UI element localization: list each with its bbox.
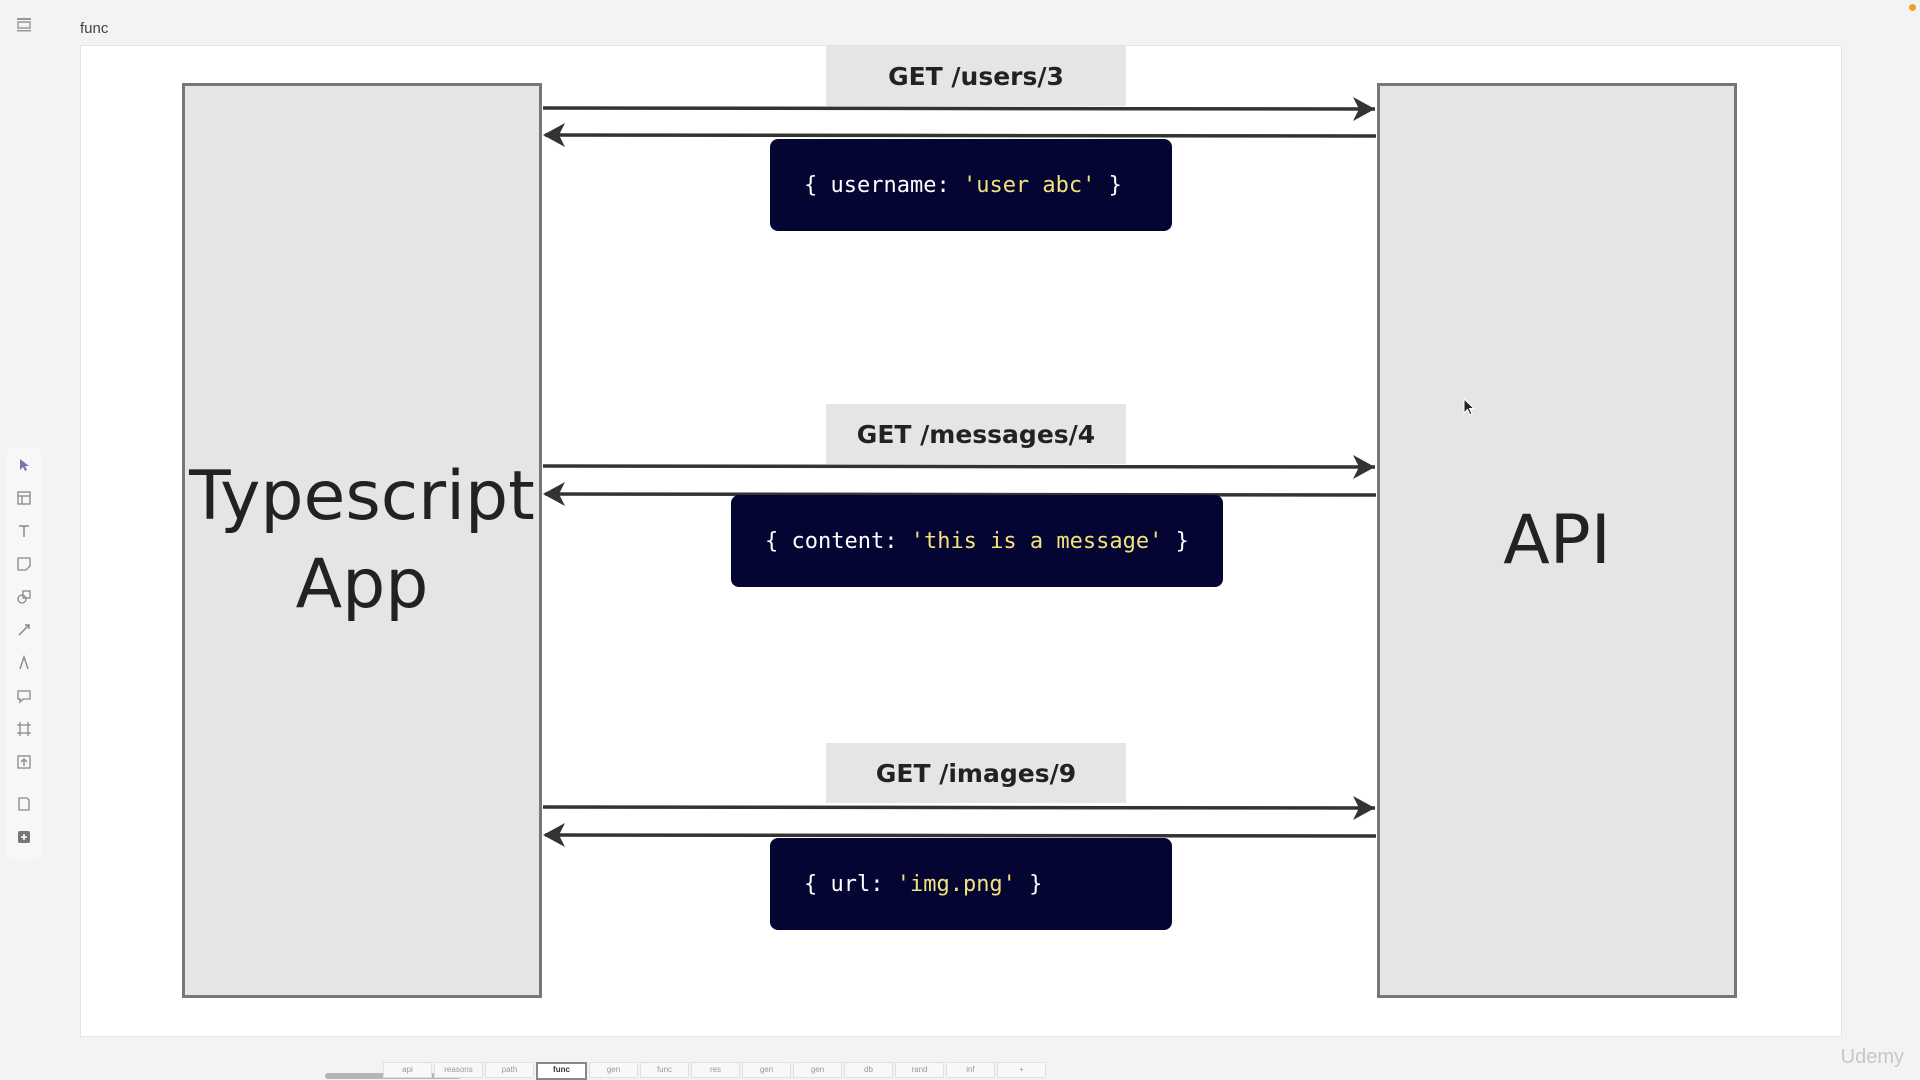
tab-rand[interactable]: rand xyxy=(895,1062,944,1078)
whiteboard-frame[interactable]: Typescript App API GET /users/3 { userna… xyxy=(80,45,1842,1037)
tab-func[interactable]: func xyxy=(640,1062,689,1078)
response-text: { username: xyxy=(804,172,963,198)
request-label-1[interactable]: GET /users/3 xyxy=(826,46,1126,106)
response-string: 'this is a message' xyxy=(910,528,1163,554)
response-text: { content: xyxy=(765,528,911,554)
tab-inf[interactable]: inf xyxy=(946,1062,995,1078)
add-icon[interactable] xyxy=(12,825,36,849)
response-box-2[interactable]: { content: 'this is a message' } xyxy=(731,495,1223,587)
add-tab-button[interactable]: + xyxy=(997,1062,1046,1078)
response-string: 'user abc' xyxy=(962,172,1096,198)
udemy-watermark: Udemy xyxy=(1840,1046,1904,1068)
tool-palette xyxy=(7,447,41,860)
response-text: } xyxy=(1162,528,1189,554)
tab-db[interactable]: db xyxy=(844,1062,893,1078)
response-string: 'img.png' xyxy=(896,871,1016,897)
api-box[interactable]: API xyxy=(1377,83,1737,998)
shapes-icon[interactable] xyxy=(12,585,36,609)
tab-path[interactable]: path xyxy=(485,1062,534,1078)
request-label-2[interactable]: GET /messages/4 xyxy=(826,404,1126,464)
connector-icon[interactable] xyxy=(12,618,36,642)
sticky-note-icon[interactable] xyxy=(12,552,36,576)
right-box-label: API xyxy=(1503,501,1611,580)
request-label-3[interactable]: GET /images/9 xyxy=(826,743,1126,803)
frame-label: func xyxy=(80,20,109,37)
tab-res[interactable]: res xyxy=(691,1062,740,1078)
response-box-1[interactable]: { username: 'user abc' } xyxy=(770,139,1172,231)
tab-gen[interactable]: gen xyxy=(742,1062,791,1078)
response-box-3[interactable]: { url: 'img.png' } xyxy=(770,838,1172,930)
save-icon[interactable] xyxy=(12,792,36,816)
layout-icon[interactable] xyxy=(12,486,36,510)
response-text: { url: xyxy=(804,871,897,897)
tab-reasons[interactable]: reasons xyxy=(434,1062,483,1078)
mouse-cursor-icon xyxy=(1463,397,1476,421)
upload-icon[interactable] xyxy=(12,750,36,774)
tab-api[interactable]: api xyxy=(383,1062,432,1078)
comment-icon[interactable] xyxy=(12,684,36,708)
frame-icon[interactable] xyxy=(12,717,36,741)
pen-icon[interactable] xyxy=(12,651,36,675)
text-icon[interactable] xyxy=(12,519,36,543)
typescript-app-box[interactable]: Typescript App xyxy=(182,83,542,998)
panel-toggle-icon[interactable] xyxy=(14,14,34,34)
select-icon[interactable] xyxy=(12,453,36,477)
response-text: } xyxy=(1095,172,1122,198)
left-box-line2: App xyxy=(295,544,429,624)
left-box-line1: Typescript xyxy=(189,456,535,536)
response-text: } xyxy=(1015,871,1043,897)
tab-gen[interactable]: gen xyxy=(589,1062,638,1078)
page-tabs: api reasons path func gen func res gen g… xyxy=(383,1062,1048,1080)
tab-func-active[interactable]: func xyxy=(536,1062,587,1080)
notification-dot xyxy=(1909,4,1916,11)
tab-gen[interactable]: gen xyxy=(793,1062,842,1078)
